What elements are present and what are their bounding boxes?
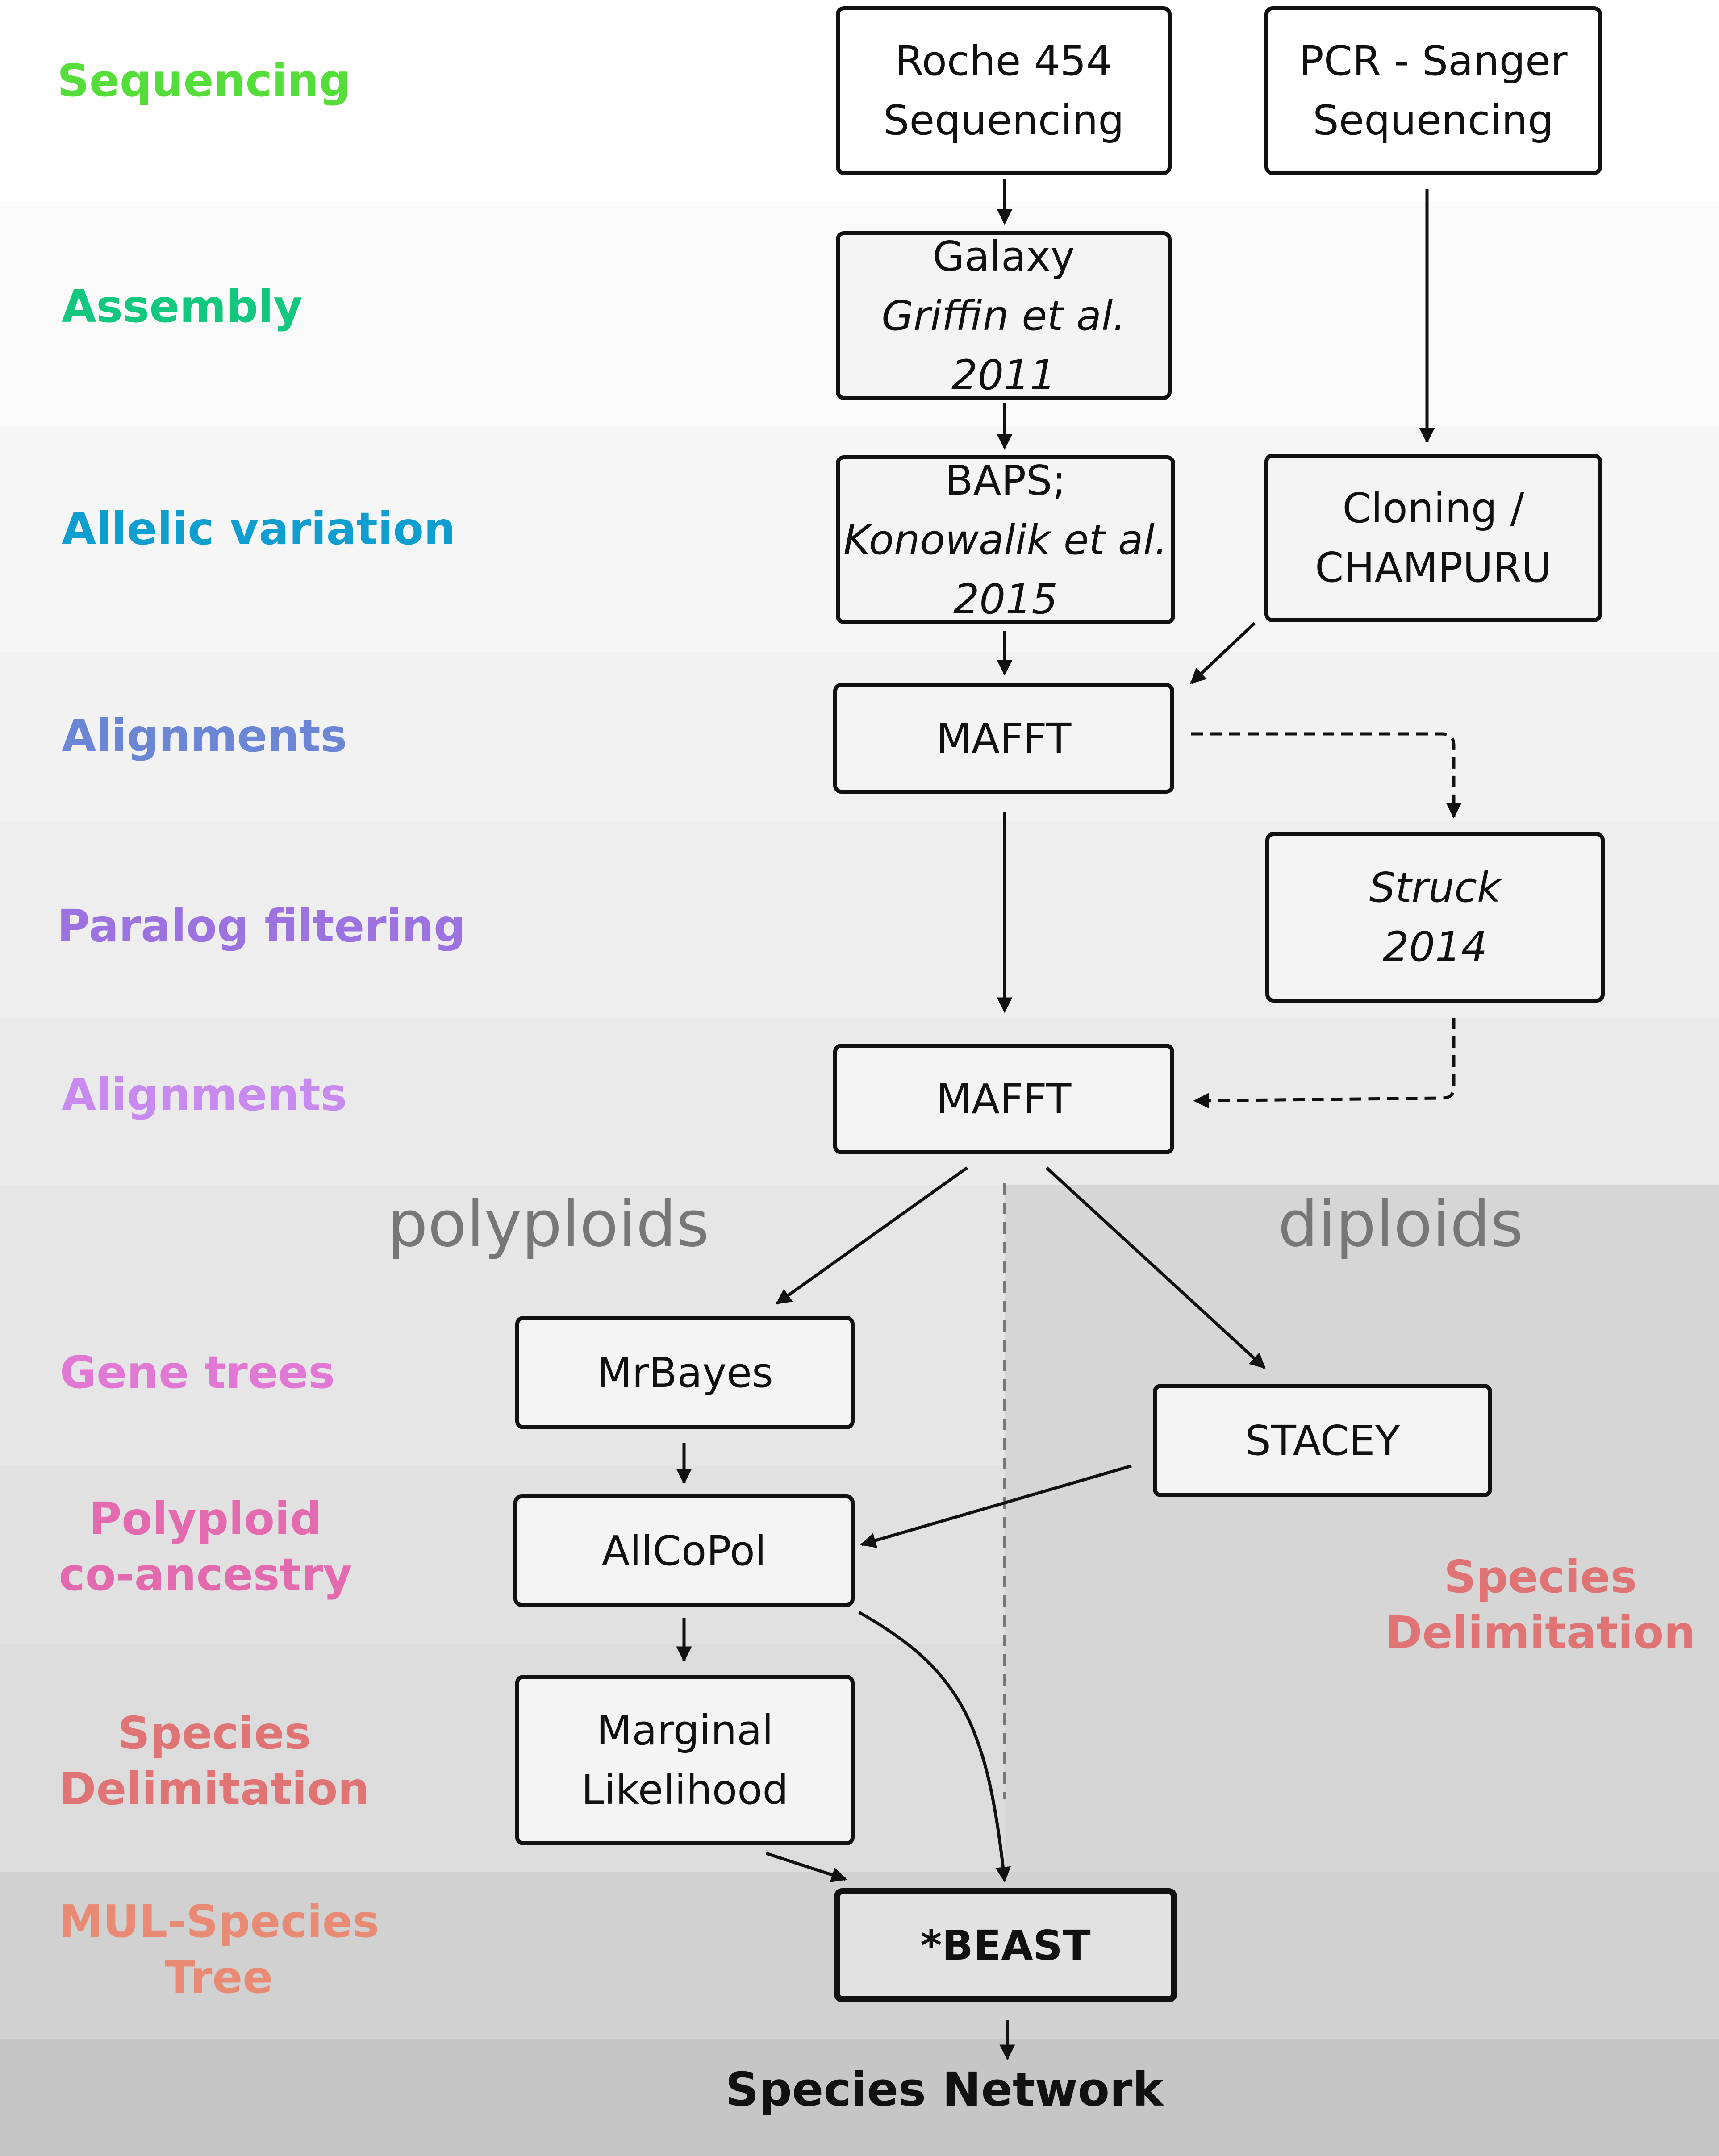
edge-marginal-beast <box>765 1852 847 1882</box>
stage-allelic-variation: Allelic variation <box>62 503 456 555</box>
node-baps-year: 2015 <box>953 575 1058 623</box>
node-roche-line-1: Roche 454 <box>895 37 1113 85</box>
node-galaxy-ref: Griffin et al. <box>881 291 1126 340</box>
stage-gene-trees: Gene trees <box>60 1346 335 1398</box>
node-pcr-line-2: Sequencing <box>1313 96 1554 144</box>
node-cloning-champuru: Cloning / CHAMPURU <box>1264 454 1602 622</box>
stage-paralog-filtering: Paralog filtering <box>57 900 466 952</box>
node-pcr-sanger: PCR - Sanger Sequencing <box>1264 6 1602 175</box>
edge-mafft-mrbayes <box>776 1166 968 1305</box>
node-struck-year: 2014 <box>1382 923 1488 971</box>
node-stacey: STACEY <box>1153 1384 1492 1497</box>
stage-sequencing: Sequencing <box>57 54 351 107</box>
stage-delimitation-left-line-2: Delimitation <box>59 1763 370 1815</box>
node-allcopol: AllCoPol <box>513 1494 855 1607</box>
stage-alignments-1: Alignments <box>62 710 347 762</box>
node-cloning-line-2: CHAMPURU <box>1315 544 1552 591</box>
edge-stacey-allcopol <box>860 1464 1132 1548</box>
diploids-region <box>1005 1185 1719 1872</box>
stage-coancestry-line-2: co-ancestry <box>58 1548 352 1601</box>
edge-cloning-mafft <box>1190 622 1256 684</box>
stage-coancestry-line-1: Polyploid <box>89 1493 322 1545</box>
node-roche-line-2: Sequencing <box>883 96 1124 144</box>
node-mafft-2: MAFFT <box>833 1044 1174 1154</box>
node-baps-name: BAPS; <box>945 456 1066 504</box>
node-marginal-line-1: Marginal <box>596 1706 774 1754</box>
node-baps-ref: Konowalik et al. <box>843 516 1168 564</box>
node-stacey-label: STACEY <box>1245 1416 1400 1465</box>
edge-struck-mafft-dashed <box>1193 1018 1456 1109</box>
group-label-diploids: diploids <box>1278 1187 1523 1261</box>
node-struck-ref: Struck <box>1369 864 1501 912</box>
node-mafft-1: MAFFT <box>833 683 1174 794</box>
stage-delimitation-right-line-1: Species <box>1444 1551 1637 1603</box>
stage-mul-line-2: Tree <box>164 1951 273 2003</box>
node-marginal-likelihood: Marginal Likelihood <box>515 1675 855 1845</box>
node-galaxy-year: 2011 <box>951 351 1056 399</box>
edge-allcopol-beast <box>858 1611 1011 1883</box>
node-allcopol-label: AllCoPol <box>601 1527 767 1575</box>
band-output <box>0 2039 1719 2156</box>
node-galaxy-name: Galaxy <box>932 232 1075 280</box>
output-species-network-label: Species Network <box>725 2062 1164 2117</box>
node-roche-454: Roche 454 Sequencing <box>836 6 1172 175</box>
node-galaxy: Galaxy Griffin et al. 2011 <box>836 231 1172 400</box>
node-beast-label: *BEAST <box>920 1921 1091 1969</box>
stage-species-delimitation-left: Species Delimitation <box>36 1705 393 1817</box>
node-pcr-line-1: PCR - Sanger <box>1299 37 1568 85</box>
output-species-network: Species Network <box>0 2062 1719 2117</box>
group-label-polyploids: polyploids <box>388 1187 709 1261</box>
stage-polyploid-coancestry: Polyploid co-ancestry <box>36 1491 375 1602</box>
stage-delimitation-right-line-2: Delimitation <box>1385 1607 1696 1659</box>
edge-mafft-stacey <box>1045 1166 1266 1369</box>
stage-mul-species-tree: MUL-Species Tree <box>36 1894 402 2005</box>
stage-assembly: Assembly <box>62 280 303 333</box>
node-beast: *BEAST <box>834 1888 1177 2002</box>
stage-species-delimitation-right: Species Delimitation <box>1362 1549 1719 1661</box>
node-mafft-2-label: MAFFT <box>936 1075 1072 1123</box>
node-mafft-1-label: MAFFT <box>936 714 1072 762</box>
node-struck: Struck 2014 <box>1265 832 1605 1003</box>
node-baps: BAPS; Konowalik et al. 2015 <box>836 455 1175 624</box>
stage-mul-line-1: MUL-Species <box>58 1895 380 1948</box>
stage-alignments-2: Alignments <box>62 1069 347 1121</box>
node-cloning-line-1: Cloning / <box>1342 484 1524 532</box>
node-mrbayes-label: MrBayes <box>597 1349 773 1397</box>
node-marginal-line-2: Likelihood <box>581 1766 789 1814</box>
edge-mafft-struck-dashed <box>1191 732 1462 819</box>
node-mrbayes: MrBayes <box>515 1316 855 1429</box>
stage-delimitation-left-line-1: Species <box>117 1707 311 1759</box>
